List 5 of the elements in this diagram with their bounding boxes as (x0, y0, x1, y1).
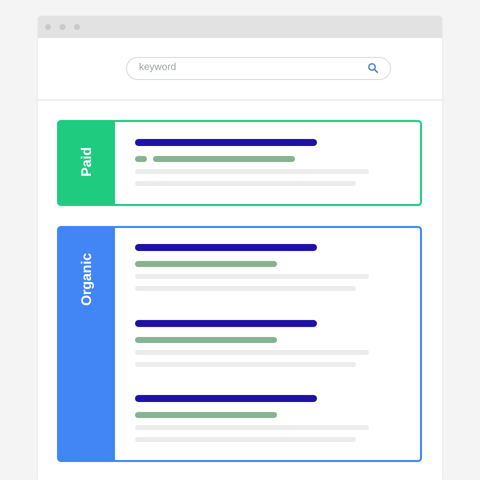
result-group-box (57, 120, 422, 206)
section-label: Organic (78, 253, 94, 306)
result-group-box (57, 226, 422, 462)
search-field: keyword (126, 57, 391, 80)
section-label: Paid (78, 147, 94, 177)
